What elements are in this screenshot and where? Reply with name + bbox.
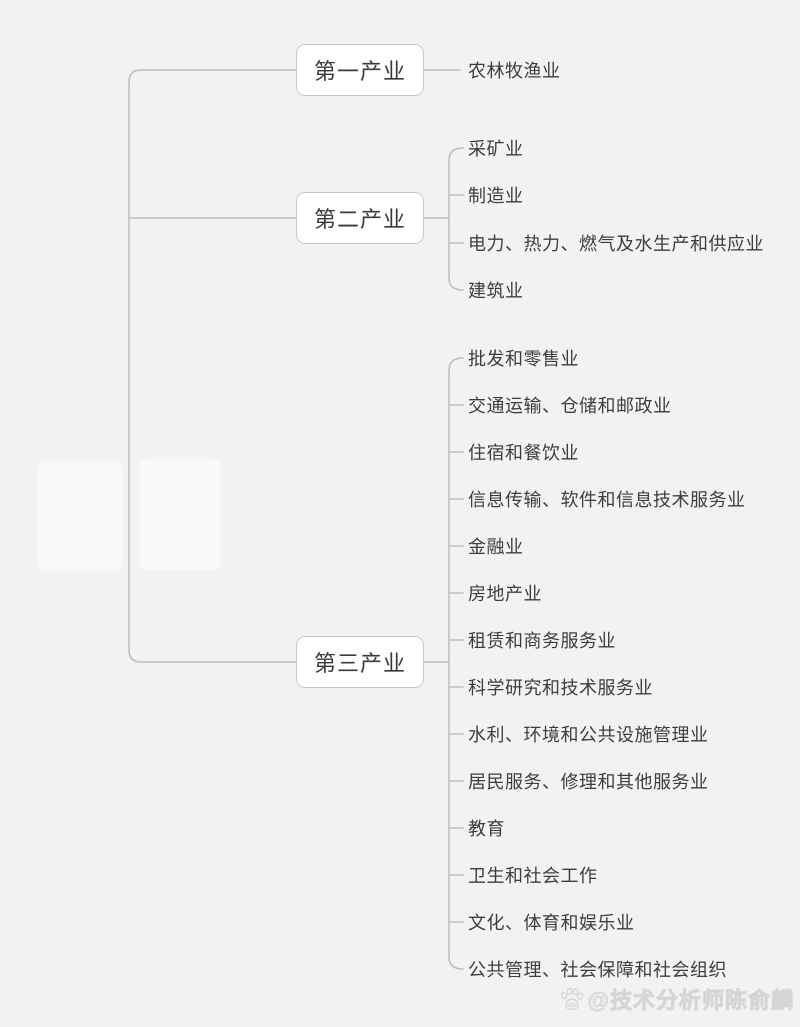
- white-patch: [139, 459, 221, 570]
- child-item-label: 批发和零售业: [468, 349, 579, 369]
- child-item-label: 教育: [468, 819, 505, 839]
- child-item-label: 水利、环境和公共设施管理业: [468, 725, 709, 745]
- child-item-label: 租赁和商务服务业: [468, 631, 616, 651]
- child-item-label: 信息传输、软件和信息技术服务业: [468, 490, 746, 510]
- baidu-paw-icon: du: [559, 986, 585, 1012]
- child-item-label: 房地产业: [468, 584, 542, 604]
- branch-node-1: 第一产业: [296, 44, 424, 96]
- watermark: du @技术分析师陈俞麟: [559, 983, 794, 1015]
- branch-node-label: 第一产业: [313, 59, 406, 84]
- child-item-label: 科学研究和技术服务业: [468, 678, 653, 698]
- child-item-label: 农林牧渔业: [468, 61, 561, 81]
- watermark-text: @技术分析师陈俞麟: [587, 988, 794, 1014]
- child-item-label: 卫生和社会工作: [468, 866, 598, 886]
- white-patch: [37, 461, 123, 571]
- child-item-label: 公共管理、社会保障和社会组织: [468, 960, 727, 980]
- child-item-label: 居民服务、修理和其他服务业: [468, 772, 709, 792]
- branch-node-2: 第二产业: [296, 192, 424, 244]
- child-item-label: 采矿业: [468, 139, 524, 159]
- branch-node-label: 第三产业: [313, 651, 406, 676]
- child-item-label: 文化、体育和娱乐业: [468, 913, 635, 933]
- child-item-label: 金融业: [468, 537, 524, 557]
- child-item-label: 交通运输、仓储和邮政业: [468, 396, 672, 416]
- svg-text:du: du: [568, 1002, 576, 1009]
- child-item-label: 住宿和餐饮业: [468, 443, 579, 463]
- child-item-label: 建筑业: [468, 281, 524, 301]
- child-item-label: 电力、热力、燃气及水生产和供应业: [468, 234, 764, 254]
- branch-node-3: 第三产业: [296, 636, 424, 688]
- branch-node-label: 第二产业: [313, 207, 406, 232]
- child-item-label: 制造业: [468, 186, 524, 206]
